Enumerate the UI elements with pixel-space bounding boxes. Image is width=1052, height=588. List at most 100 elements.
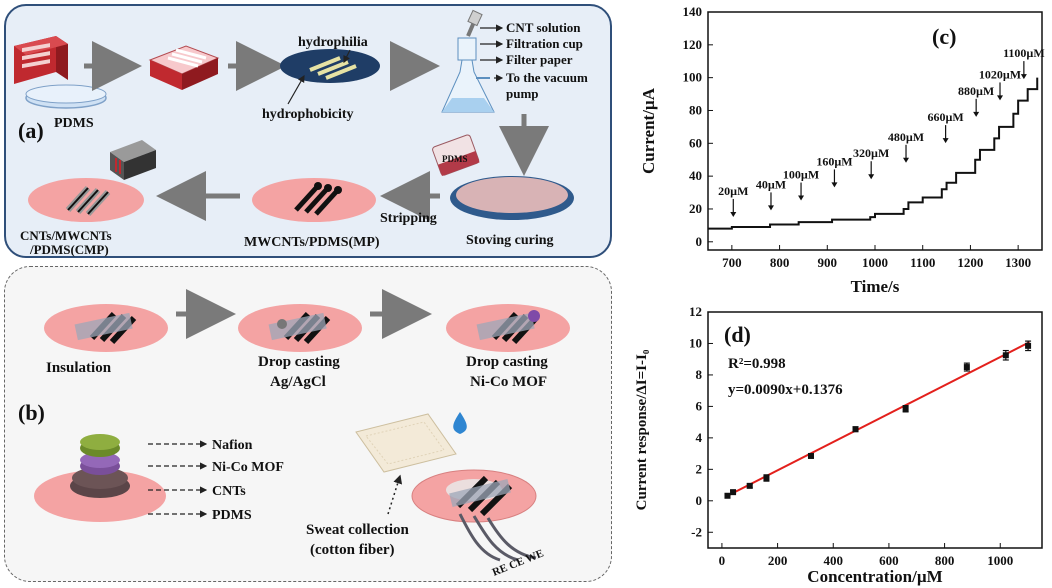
chart-d-xlabel: Concentration/µM [807,567,942,586]
chart-c-annotation: 40µM [756,177,786,191]
chart-d-point [1025,342,1032,349]
pdms-label: PDMS [54,116,94,131]
chart-c-xtick-label: 1100 [910,255,935,270]
layer-cnts: CNTs [212,484,246,499]
hydrophilia-label: hydrophilia [298,35,368,50]
legend-filter-paper: Filter paper [506,52,573,67]
layer-stack [34,434,166,522]
chart-d-point [852,426,859,433]
chart-d-point [963,364,970,371]
layer-nico-mof: Ni-Co MOF [212,460,284,475]
chart-d-xtick-label: 200 [768,553,788,568]
chart-d-equation: y=0.0090x+0.1376 [728,382,843,398]
step-mof-line2: Ni-Co MOF [470,374,547,390]
chart-d-ytick-label: 2 [696,461,703,476]
chart-c-xlabel: Time/s [851,277,900,296]
chart-c: (c) Time/s Current/µA 020406080100120140… [639,4,1045,296]
chart-c-xtick-label: 900 [818,255,838,270]
chart-d: (d) R²=0.998 y=0.0090x+0.1376 Concentrat… [634,304,1043,586]
filtration-flask [441,9,495,113]
chart-c-annotation-arrowhead [831,182,838,188]
filter-paper-disc [280,49,380,83]
legend-filtration-cup: Filtration cup [506,36,583,51]
chart-d-xtick-label: 600 [879,553,899,568]
layer-nafion: Nafion [212,438,253,453]
mp-label: MWCNTs/PDMS(MP) [244,235,380,250]
mp-disc [252,178,376,222]
step-agagcl-line2: Ag/AgCl [270,374,326,390]
chart-c-annotation-arrowhead [798,195,805,201]
sweat-collection-line1: Sweat collection [306,522,410,538]
chart-d-point [902,405,909,412]
chart-c-annotation-arrowhead [997,95,1004,101]
legend-cnt-solution: CNT solution [506,20,581,35]
chart-d-point [746,482,753,489]
chart-d-xtick-label: 800 [935,553,955,568]
chart-c-annotation: 1020µM [979,67,1021,81]
chart-c-annotation: 100µM [783,168,819,182]
chart-d-point [763,474,770,481]
chart-d-ytick-label: 6 [696,398,703,413]
cmp-label-line2: /PDMS(CMP) [29,242,109,257]
chart-c-ytick-label: 40 [689,168,702,183]
step-agagcl-line1: Drop casting [258,354,340,370]
sweat-collection-line2: (cotton fiber) [310,542,395,558]
chart-c-xtick-label: 700 [722,255,742,270]
chart-c-annotation-arrowhead [973,111,980,117]
stamp-block [110,140,156,180]
hydrophobicity-label: hydrophobicity [262,107,354,122]
panel-a-tag: (a) [18,118,44,143]
pointer-arrow [287,74,305,105]
chart-d-r2: R²=0.998 [728,356,786,372]
chart-c-ytick-label: 0 [696,234,703,249]
layer-labels: Nafion Ni-Co MOF CNTs PDMS [148,438,284,523]
pointer-arrow [387,474,403,515]
chart-c-ytick-label: 140 [683,4,703,19]
legend-pump: pump [506,86,539,101]
chart-d-point [1002,352,1009,359]
chart-c-annotation: 480µM [888,130,924,144]
chart-c-annotation: 160µM [816,154,852,168]
chart-d-ytick-label: 8 [696,367,703,382]
chart-c-xtick-label: 800 [770,255,790,270]
pdms-cup-label: PDMS [442,154,468,164]
step-insulation: Insulation [46,360,112,376]
panel-a-schematic: PDMS hydrophilia hydrophobicity CNT solu… [14,9,588,257]
pdms-dish [25,84,107,109]
chart-d-ytick-label: 4 [696,430,703,445]
chart-d-ytick-label: 0 [696,493,703,508]
panel-b-schematic: Insulation Drop casting Ag/AgCl Drop cas… [18,289,612,579]
chart-d-frame [707,311,1043,549]
chart-c-annotation: 880µM [958,84,994,98]
chart-c-annotation-arrowhead [730,211,737,217]
chart-c-annotation: 660µM [927,110,963,124]
layer-pdms: PDMS [212,508,252,523]
chart-c-annotation-arrowhead [903,157,910,163]
stripping-label: Stripping [380,211,437,226]
cmp-disc [28,178,144,222]
chart-c-annotation-arrowhead [767,205,774,211]
chart-c-xtick-label: 1300 [1005,255,1031,270]
chart-c-annotation-arrowhead [868,174,875,180]
agagcl-disc [238,304,362,352]
chart-c-annotation: 1100µM [1003,46,1045,60]
chart-c-ytick-label: 100 [683,70,703,85]
step-mof-line1: Drop casting [466,354,548,370]
chart-d-tag: (d) [724,322,751,347]
chart-c-xtick-label: 1000 [862,255,888,270]
chart-d-ylabel: Current response/ΔI=I-I₀ [634,349,650,510]
cmp-label-line1: CNTs/MWCNTs [20,228,112,243]
chart-d-ytick-label: 12 [689,304,702,319]
chart-c-ytick-label: 120 [683,37,703,52]
chart-c-ytick-label: 20 [689,201,702,216]
legend-vacuum: To the vacuum [506,70,588,85]
chart-c-annotation-arrowhead [1020,74,1027,80]
cotton-fiber-patch [355,413,457,473]
chart-d-point [807,452,814,459]
chart-d-xtick-label: 1000 [987,553,1013,568]
chart-c-annotation: 320µM [853,146,889,160]
pointer-arrow [343,49,351,64]
chart-c-ytick-label: 80 [689,102,702,117]
chart-d-fit-line [725,341,1030,498]
chart-c-series-line [708,77,1039,230]
